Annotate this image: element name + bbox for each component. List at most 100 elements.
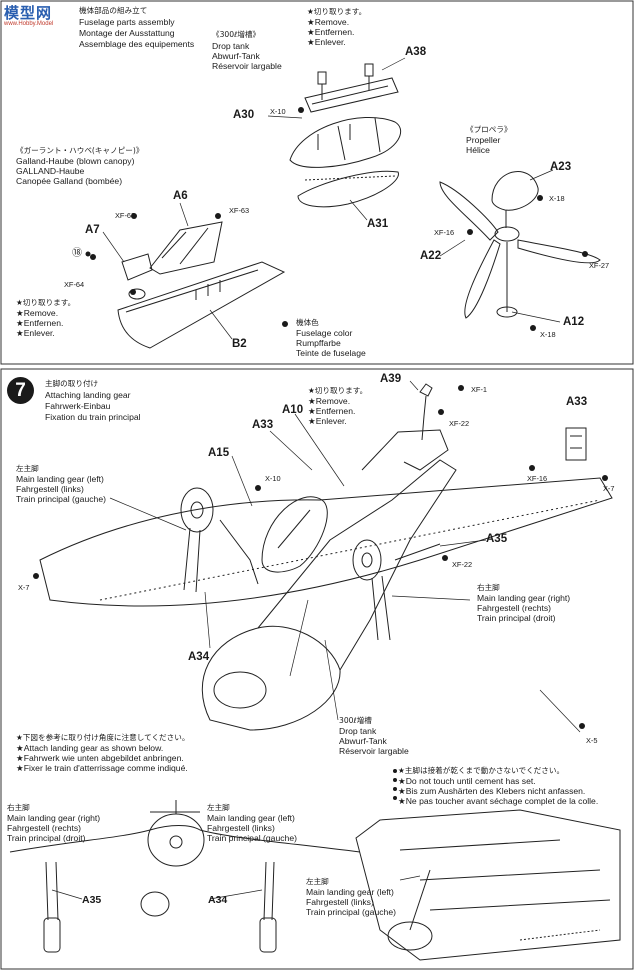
- bottom-right-gear-de: Fahrgestell (rechts): [7, 823, 82, 833]
- code-xf22-bottom: XF-22: [452, 560, 473, 569]
- main-gear-right-jp: 右主脚: [477, 583, 500, 592]
- propeller-label-en: Propeller: [466, 135, 501, 145]
- bottom-left-gear-en: Main landing gear (left): [207, 813, 295, 823]
- part-a30: A30: [233, 109, 255, 121]
- main-gear-left-de: Fahrgestell (links): [16, 484, 84, 494]
- cut-note-top-fr: ★Enlever.: [307, 37, 346, 47]
- main-gear-right-fr: Train principal (droit): [477, 613, 556, 623]
- bottom-side-gear-en: Main landing gear (left): [306, 887, 394, 897]
- site-watermark: 模型网 www.Hobby.Model: [4, 2, 74, 32]
- step6-header-fr: Assemblage des equipements: [79, 39, 195, 49]
- note-attach-jp: ★下図を参考に取り付け角度に注意してください。: [16, 733, 190, 742]
- a39-part-drawing: [419, 383, 433, 441]
- part-a34-top: A34: [188, 651, 210, 663]
- canopy-label-fr: Canopée Galland (bombée): [16, 176, 123, 186]
- step7-header-en: Attaching landing gear: [45, 390, 131, 400]
- cut-note-step7-jp: ★切り取ります。: [308, 386, 368, 395]
- canopy-drawing: [121, 221, 223, 281]
- drop-tank-step7-fr: Réservoir largable: [339, 746, 409, 756]
- propeller-label-fr: Hélice: [466, 145, 490, 155]
- cut-note-step7-en: ★Remove.: [308, 396, 351, 406]
- drop-tank-label-fr: Réservoir largable: [212, 61, 282, 71]
- code-x18-top: X-18: [549, 194, 565, 203]
- drop-tank-step7-en: Drop tank: [339, 726, 377, 736]
- propeller-label-jp: 《プロペラ》: [466, 125, 512, 134]
- watermark-mark: 模型网: [4, 4, 53, 22]
- part-a7: A7: [85, 224, 100, 236]
- step7-header-fr: Fixation du train principal: [45, 412, 141, 422]
- note-cement-jp: ★主脚は接着が乾くまで動かさないでください。: [398, 766, 565, 775]
- paint-dots: [33, 107, 608, 800]
- code-x7-right: X-7: [603, 484, 615, 493]
- code-x10-step6: X-10: [270, 107, 286, 116]
- step6-header-de: Montage der Ausstattung: [79, 28, 175, 38]
- step7-header-jp: 主脚の取り付け: [45, 379, 99, 388]
- drop-tank-label-de: Abwurf-Tank: [212, 51, 260, 61]
- step6-header-en: Fuselage parts assembly: [79, 17, 175, 27]
- part-a33-right: A33: [566, 396, 588, 408]
- bottom-side-gear-de: Fahrgestell (links): [306, 897, 374, 907]
- cut-note-step7-fr: ★Enlever.: [308, 416, 347, 426]
- cut-note-left-de: ★Entfernen.: [16, 318, 64, 328]
- fuselage-color-jp: 機体色: [296, 318, 319, 327]
- main-gear-left-jp: 左主脚: [16, 464, 39, 473]
- drop-tank-label-en: Drop tank: [212, 41, 250, 51]
- side-view-drawing: [355, 809, 621, 961]
- code-xf16-step6: XF-16: [434, 228, 455, 237]
- landing-gear-left-drawing: [180, 487, 259, 593]
- canopy-frame-b2-drawing: [117, 261, 286, 349]
- bottom-left-gear-fr: Train principal (gauche): [207, 833, 297, 843]
- bottom-right-gear-en: Main landing gear (right): [7, 813, 101, 823]
- drop-tank-step7-jp: 300ℓ増槽: [339, 716, 372, 725]
- part-a38: A38: [405, 46, 427, 58]
- part-a33-left: A33: [252, 419, 274, 431]
- part-18-circled: ⑱: [72, 248, 82, 259]
- code-xf27: XF-27: [589, 261, 610, 270]
- gear-door-a33-drawing: [565, 427, 587, 461]
- fuselage-color-fr: Teinte de fuselage: [296, 348, 366, 358]
- main-gear-left-fr: Train principal (gauche): [16, 494, 106, 504]
- main-gear-right-en: Main landing gear (right): [477, 593, 571, 603]
- part-b2: B2: [232, 338, 247, 350]
- part-a39: A39: [380, 373, 402, 385]
- main-gear-right-de: Fahrgestell (rechts): [477, 603, 552, 613]
- part-a10: A10: [282, 404, 304, 416]
- code-x5: X-5: [586, 736, 598, 745]
- watermark-sub: www.Hobby.Model: [4, 21, 54, 27]
- fuselage-color-de: Rumpffarbe: [296, 338, 341, 348]
- drop-tank-label-jp: 《300ℓ増槽》: [212, 30, 261, 39]
- drop-tank-lower-drawing: [297, 170, 399, 208]
- aircraft-top-drawing: [39, 429, 613, 731]
- code-x7-left: X-7: [18, 583, 30, 592]
- cut-note-top-jp: ★切り取ります。: [307, 7, 367, 16]
- step7-header-de: Fahrwerk-Einbau: [45, 401, 111, 411]
- code-xf63-right: XF-63: [229, 206, 250, 215]
- bottom-right-gear-jp: 右主脚: [7, 803, 30, 812]
- note-cement-de: ★Bis zum Aushärten des Klebers nicht anf…: [398, 786, 586, 796]
- part-a6: A6: [173, 190, 188, 202]
- note-attach-en: ★Attach landing gear as shown below.: [16, 743, 164, 753]
- landing-gear-right-drawing: [352, 539, 441, 641]
- bottom-side-gear-fr: Train principal (gauche): [306, 907, 396, 917]
- code-xf16-step7: XF-16: [527, 474, 548, 483]
- part-a23: A23: [550, 161, 572, 173]
- part-a22: A22: [420, 250, 442, 262]
- cut-note-top-de: ★Entfernen.: [307, 27, 355, 37]
- bottom-side-gear-jp: 左主脚: [306, 877, 329, 886]
- drop-tank-step7-de: Abwurf-Tank: [339, 736, 387, 746]
- code-x18-bottom: X-18: [540, 330, 556, 339]
- drop-tank-upper-drawing: [289, 117, 402, 168]
- bottom-left-gear-jp: 左主脚: [207, 803, 230, 812]
- canopy-label-en: Galland-Haube (blown canopy): [16, 156, 135, 166]
- canopy-label-jp: 《ガーラント・ハウベ(キャノピー)》: [16, 146, 144, 155]
- leader-lines: [51, 57, 581, 900]
- note-attach-fr: ★Fixer le train d'atterrissage comme ind…: [16, 763, 188, 773]
- note-attach-de: ★Fahrwerk wie unten abgebildet anbringen…: [16, 753, 184, 763]
- code-xf64: XF-64: [64, 280, 85, 289]
- code-xf22-top: XF-22: [449, 419, 470, 428]
- part-a15: A15: [208, 447, 230, 459]
- cut-note-left-fr: ★Enlever.: [16, 328, 55, 338]
- cut-note-top-en: ★Remove.: [307, 17, 350, 27]
- cut-note-step7-de: ★Entfernen.: [308, 406, 356, 416]
